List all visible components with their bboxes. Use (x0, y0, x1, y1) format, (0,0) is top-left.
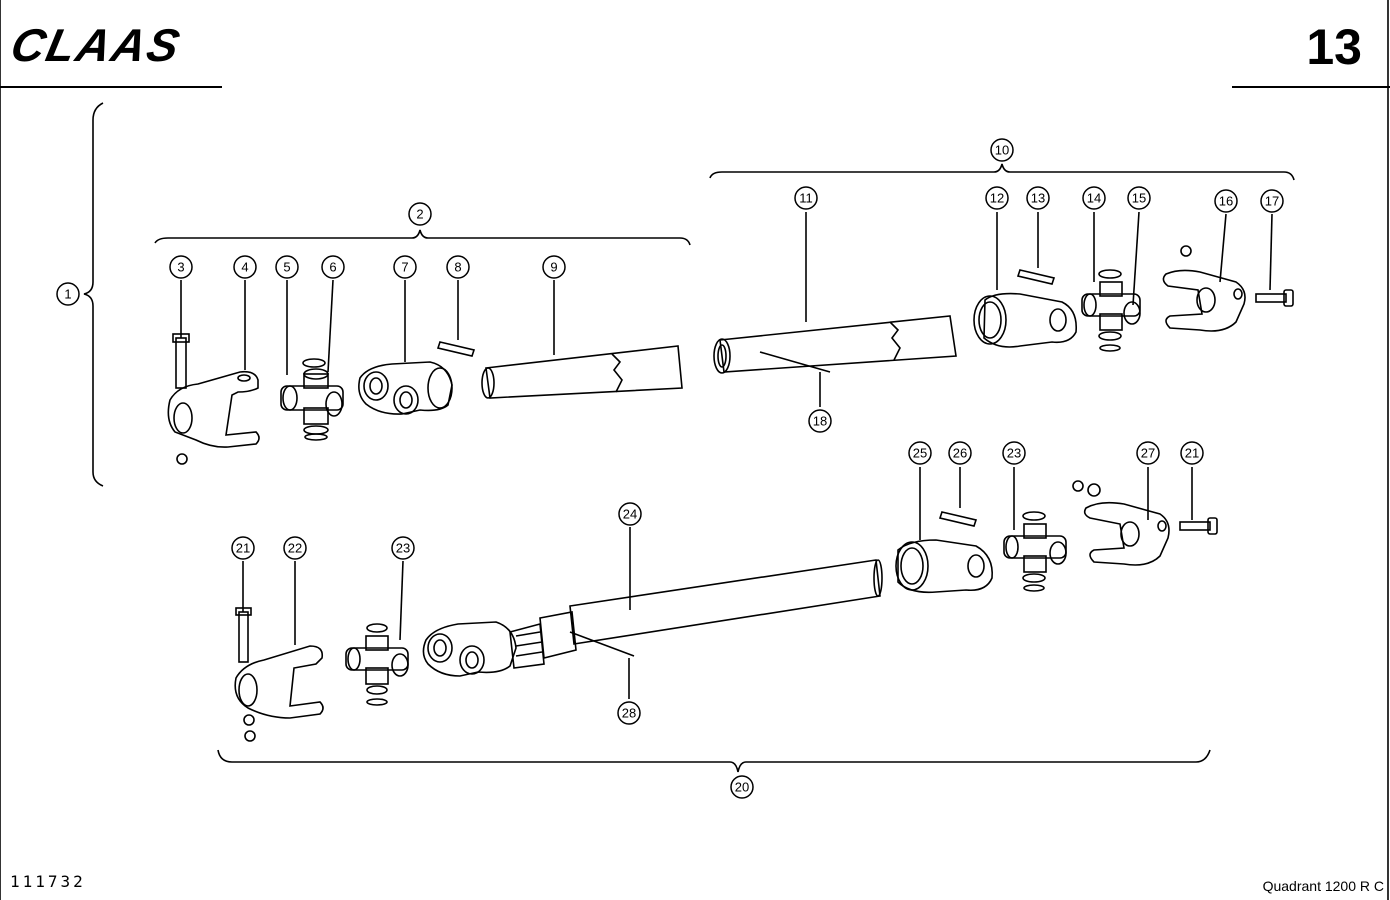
bracket-1 (83, 102, 104, 487)
svg-text:4: 4 (241, 260, 248, 275)
callout-13: 13 (1026, 186, 1050, 210)
universal-joint-cross-lower-left (345, 623, 409, 706)
yoke-27 (1083, 501, 1170, 566)
callout-28: 28 (617, 701, 641, 725)
callout-2: 2 (408, 202, 432, 226)
svg-text:23: 23 (1007, 446, 1021, 461)
svg-text:13: 13 (1031, 191, 1045, 206)
callout-27: 27 (1136, 441, 1160, 465)
svg-text:7: 7 (401, 260, 408, 275)
nut-lower (244, 730, 256, 742)
callout-10: 10 (990, 138, 1014, 162)
svg-text:3: 3 (177, 260, 184, 275)
header-rule-left (0, 86, 222, 88)
roll-pin-8 (436, 341, 476, 357)
callout-18: 18 (808, 409, 832, 433)
svg-text:1: 1 (64, 287, 71, 302)
callout-25: 25 (908, 441, 932, 465)
svg-text:23: 23 (396, 541, 410, 556)
svg-text:15: 15 (1132, 191, 1146, 206)
nut-16 (1180, 245, 1192, 257)
svg-text:12: 12 (990, 191, 1004, 206)
svg-text:5: 5 (283, 260, 290, 275)
universal-joint-cross-upper (280, 358, 344, 441)
profile-tube-9 (481, 345, 683, 399)
bolt-3 (175, 337, 187, 389)
callout-21-left: 21 (231, 536, 255, 560)
callout-4: 4 (233, 255, 257, 279)
callout-8: 8 (446, 255, 470, 279)
profile-tube-11 (713, 315, 957, 374)
guard-tube-25 (895, 539, 993, 594)
page-number: 13 (1306, 19, 1362, 75)
svg-text:27: 27 (1141, 446, 1155, 461)
callout-22: 22 (283, 536, 307, 560)
nut-upper (176, 453, 188, 465)
callout-20: 20 (730, 775, 754, 799)
svg-text:26: 26 (953, 446, 967, 461)
callout-11: 11 (794, 186, 818, 210)
svg-text:21: 21 (236, 541, 250, 556)
svg-text:18: 18 (813, 414, 827, 429)
callout-6: 6 (321, 255, 345, 279)
svg-text:11: 11 (799, 191, 813, 206)
svg-text:10: 10 (995, 143, 1009, 158)
washer-27 (1087, 483, 1101, 497)
callout-23-left: 23 (391, 536, 415, 560)
svg-text:21: 21 (1185, 446, 1199, 461)
bolt-17 (1255, 289, 1294, 307)
callout-1: 1 (56, 282, 80, 306)
callout-12: 12 (985, 186, 1009, 210)
callout-3: 3 (169, 255, 193, 279)
callout-14: 14 (1082, 186, 1106, 210)
svg-text:9: 9 (550, 260, 557, 275)
header-rule-right (1232, 86, 1390, 88)
callout-9: 9 (542, 255, 566, 279)
svg-text:25: 25 (913, 446, 927, 461)
callout-26: 26 (948, 441, 972, 465)
roll-pin-26 (938, 511, 978, 527)
washer-lower (243, 714, 255, 726)
callout-23-right: 23 (1002, 441, 1026, 465)
drawing-number: 111732 (10, 872, 86, 891)
svg-text:20: 20 (735, 780, 749, 795)
bracket-10 (709, 163, 1295, 181)
universal-joint-cross-lower-right (1003, 511, 1067, 592)
svg-text:2: 2 (416, 207, 423, 222)
callout-5: 5 (275, 255, 299, 279)
yoke-22 (234, 645, 324, 719)
svg-text:14: 14 (1087, 191, 1101, 206)
svg-text:28: 28 (622, 706, 636, 721)
guard-tube-12 (973, 292, 1078, 348)
yoke-7 (358, 361, 453, 415)
inner-tube-assembly-24 (422, 559, 883, 677)
svg-text:24: 24 (623, 507, 637, 522)
yoke-16 (1162, 269, 1246, 332)
bolt-21-left (235, 607, 252, 663)
bracket-2 (154, 229, 691, 246)
callout-17: 17 (1260, 189, 1284, 213)
callout-24: 24 (618, 502, 642, 526)
callout-15: 15 (1127, 186, 1151, 210)
svg-text:6: 6 (329, 260, 336, 275)
svg-text:8: 8 (454, 260, 461, 275)
bracket-20 (217, 749, 1211, 773)
universal-joint-cross-14-15 (1081, 269, 1141, 352)
callout-21-right: 21 (1180, 441, 1204, 465)
svg-text:17: 17 (1265, 194, 1279, 209)
callout-16: 16 (1214, 189, 1238, 213)
nut-27 (1072, 480, 1084, 492)
yoke-4 (167, 370, 260, 448)
roll-pin-13 (1016, 269, 1056, 285)
callout-7: 7 (393, 255, 417, 279)
svg-text:16: 16 (1219, 194, 1233, 209)
bolt-21-right (1179, 517, 1218, 535)
model-name: Quadrant 1200 R C (1262, 878, 1384, 894)
svg-text:22: 22 (288, 541, 302, 556)
